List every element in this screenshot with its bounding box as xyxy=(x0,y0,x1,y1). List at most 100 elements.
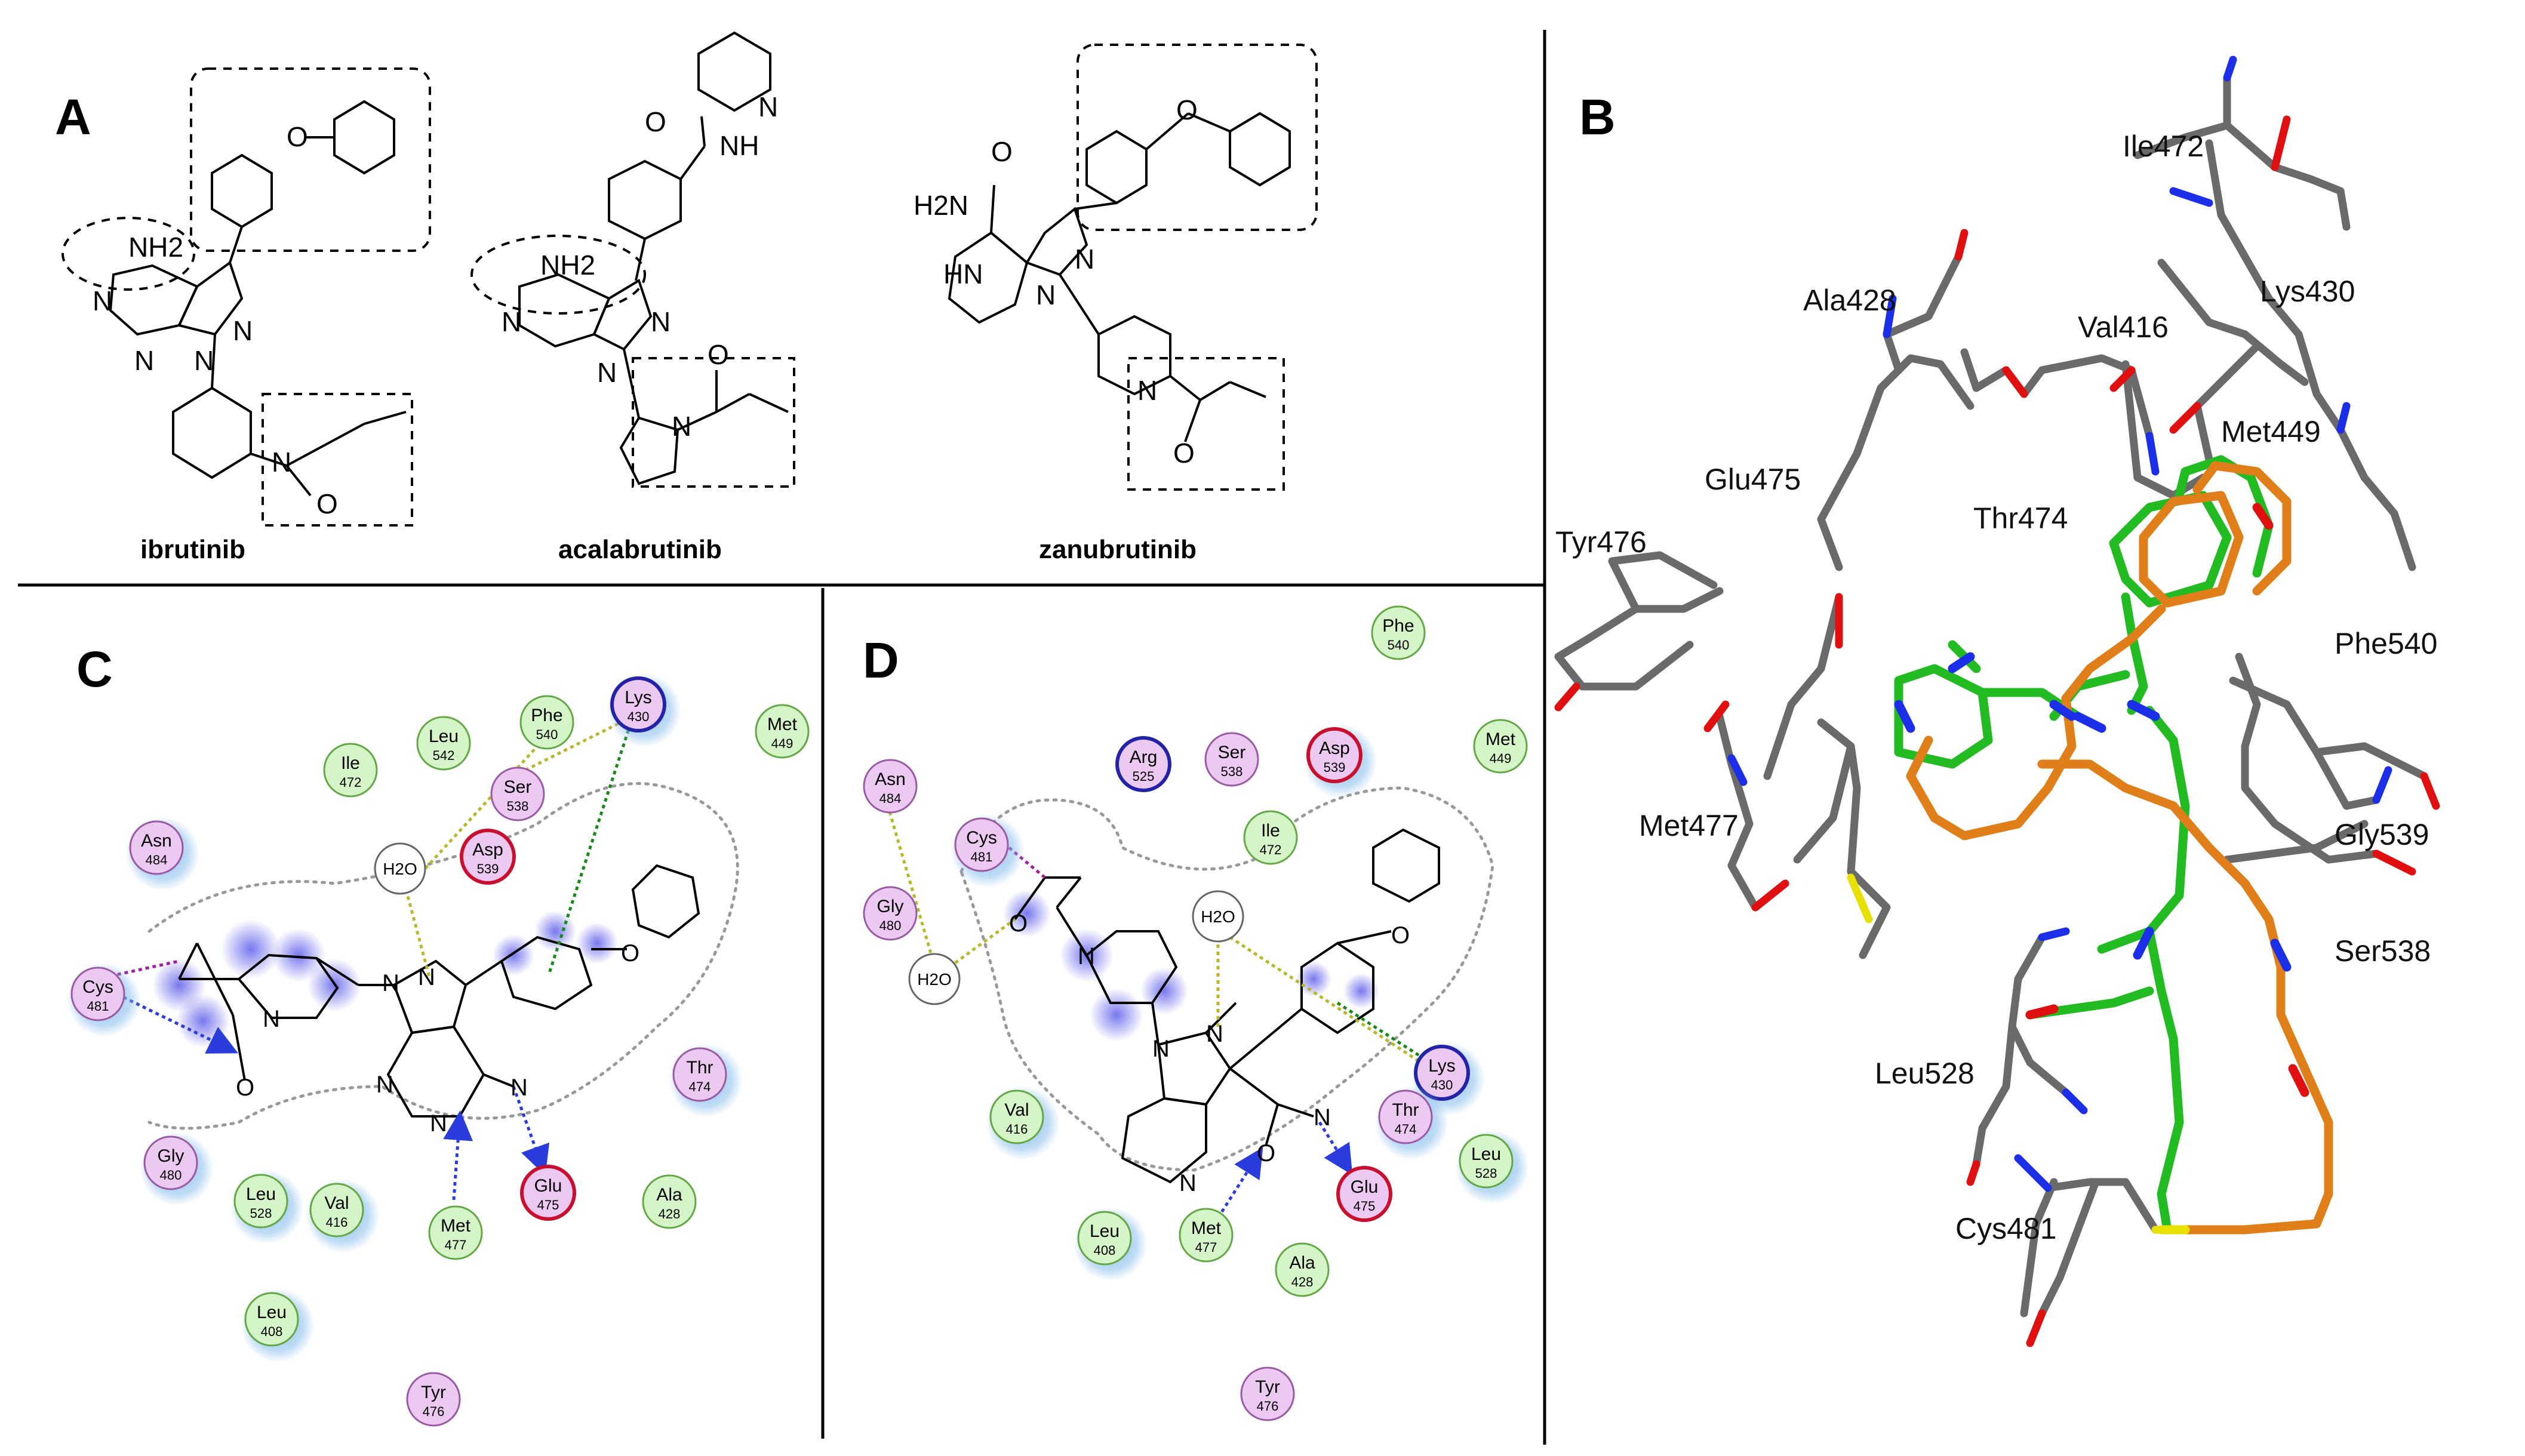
c-atom-n3: N xyxy=(376,1072,393,1098)
residue-labels-b: Ile472 Lys430 Ala428 Val416 Met449 Glu47… xyxy=(1555,130,2437,1245)
water-label-c: H2O xyxy=(383,860,417,878)
residue-disc xyxy=(954,817,1009,872)
residue-number: 475 xyxy=(1354,1199,1376,1214)
residue-glu-475: Glu475 xyxy=(520,1165,576,1221)
label-ile472: Ile472 xyxy=(2123,130,2204,163)
pocket-contour-d xyxy=(959,786,1494,1172)
residue-number: 474 xyxy=(689,1079,711,1094)
zanubrutinib-name: zanubrutinib xyxy=(1039,535,1197,564)
residue-name: Leu xyxy=(429,727,459,746)
residue-disc xyxy=(323,743,378,798)
residue-number: 416 xyxy=(326,1215,348,1230)
residue-number: 449 xyxy=(1490,751,1512,766)
residue-disc xyxy=(1275,1242,1330,1297)
residue-number: 430 xyxy=(628,709,650,724)
residue-cys-481: Cys481 xyxy=(67,963,141,1037)
residue-ser-538: Ser538 xyxy=(1204,732,1259,787)
label-lys430: Lys430 xyxy=(2260,275,2355,308)
zanubrutinib-o-amide: O xyxy=(991,136,1013,167)
ligand-atoms-c: O N N N N N N O xyxy=(236,940,639,1137)
zanubrutinib-n1: N xyxy=(1075,244,1094,275)
residue-tyr-476: Tyr 476 xyxy=(406,1372,461,1427)
ligand-atoms-d: O N N N N N O O xyxy=(1009,910,1410,1196)
residue-number: 428 xyxy=(1291,1275,1314,1289)
d-atom-n3: N xyxy=(1179,1170,1197,1196)
d-atom-n1: N xyxy=(1206,1021,1223,1047)
residue-disc xyxy=(428,1205,483,1260)
residue-disc xyxy=(1204,732,1259,787)
ibrutinib-nh2: NH2 xyxy=(128,232,183,263)
residue-name: Met xyxy=(1486,729,1516,749)
label-thr474: Thr474 xyxy=(1973,501,2068,535)
d-atom-n-amide: N xyxy=(1314,1104,1331,1131)
d-atom-n-piperidine: N xyxy=(1078,943,1095,969)
residue-leu-528: Leu528 xyxy=(230,1170,304,1244)
residue-tyr-476: Tyr 476 xyxy=(1240,1366,1295,1421)
residue-name: Ser xyxy=(504,777,532,797)
residue-disc xyxy=(1240,1366,1295,1421)
residue-name: Cys xyxy=(966,828,997,848)
c-atom-n4: N xyxy=(430,1110,447,1137)
residue-cys-481: Cys481 xyxy=(951,814,1025,888)
panel-d: D xyxy=(863,605,1529,1421)
label-ala428: Ala428 xyxy=(1803,284,1896,317)
residue-met-477: Met477 xyxy=(428,1205,483,1260)
residue-number: 481 xyxy=(87,999,109,1014)
residue-met-477: Met477 xyxy=(1179,1208,1234,1263)
residue-disc xyxy=(1414,1045,1470,1101)
residue-name: Tyr xyxy=(421,1383,446,1402)
residue-number: 476 xyxy=(1257,1399,1279,1414)
acalabrutinib-structure xyxy=(470,31,795,488)
label-met477: Met477 xyxy=(1639,809,1739,842)
label-phe540: Phe540 xyxy=(2335,627,2437,660)
ibrutinib-name: ibrutinib xyxy=(140,535,245,564)
residue-disc xyxy=(1473,719,1528,774)
residue-name: Thr xyxy=(687,1058,713,1078)
residue-name: Tyr xyxy=(1255,1377,1280,1397)
label-tyr476: Tyr476 xyxy=(1555,525,1647,559)
residue-name: Met xyxy=(441,1216,471,1236)
residue-disc xyxy=(406,1372,461,1427)
residue-number: 480 xyxy=(879,918,902,933)
residue-number: 476 xyxy=(423,1404,445,1419)
residue-name: Gly xyxy=(877,897,904,916)
d-atom-o-carbonyl: O xyxy=(1009,910,1028,937)
ibrutinib-o-ether: O xyxy=(287,121,308,152)
residue-disc xyxy=(519,695,574,750)
residue-number: 484 xyxy=(879,791,902,806)
c-atom-n2: N xyxy=(418,964,435,990)
residue-name: Gly xyxy=(158,1146,184,1166)
residue-name: Asn xyxy=(141,831,172,851)
residue-number: 430 xyxy=(1431,1078,1453,1092)
c-atom-n1: N xyxy=(382,970,399,996)
residue-name: Ile xyxy=(341,753,360,773)
ligand-exposure-blobs-c xyxy=(152,910,618,1048)
water-label-d2: H2O xyxy=(1201,907,1235,926)
residue-number: 416 xyxy=(1006,1122,1028,1137)
residue-name: Met xyxy=(767,715,798,734)
residue-disc xyxy=(610,676,666,732)
residue-name: Val xyxy=(1004,1100,1029,1120)
interactions-d xyxy=(888,811,1422,1219)
residue-number: 475 xyxy=(537,1198,559,1212)
residue-thr-474: Thr474 xyxy=(1374,1086,1448,1160)
residue-number: 481 xyxy=(971,849,993,864)
residue-name: Lys xyxy=(1428,1056,1456,1076)
residues-d: Phe540Asn484Arg525Ser538Asp539Met449Cys4… xyxy=(863,605,1529,1421)
residue-number: 540 xyxy=(536,727,558,742)
d-atom-o-ether: O xyxy=(1391,922,1410,949)
panel-d-label: D xyxy=(863,632,899,688)
protein-sticks xyxy=(1554,73,2428,1318)
residue-disc xyxy=(1243,810,1298,865)
acalabrutinib-nh: NH xyxy=(719,130,759,161)
zanubrutinib-o-ether: O xyxy=(1176,94,1198,125)
residue-number: 538 xyxy=(1221,764,1243,779)
zanubrutinib-n2: N xyxy=(1036,279,1056,310)
ibrutinib-n5: N xyxy=(272,447,291,478)
